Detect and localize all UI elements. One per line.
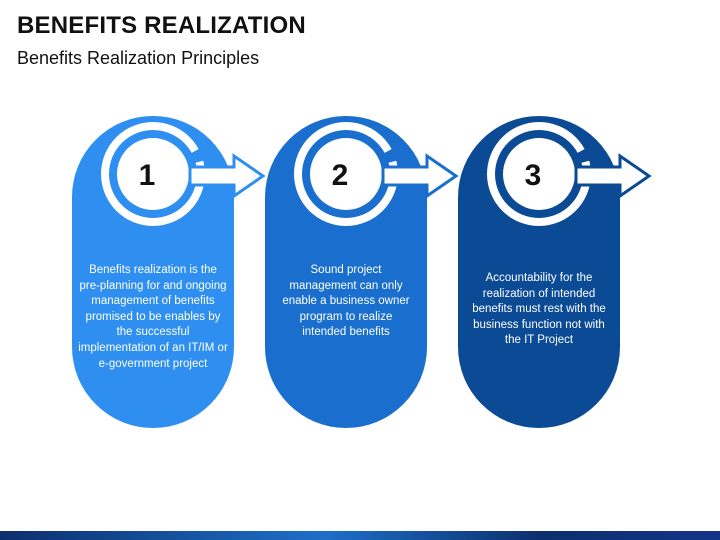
step-1-number: 1 (139, 159, 156, 192)
step-2-description: Sound project management can only enable… (282, 264, 410, 339)
step-1: 1 (72, 116, 266, 428)
step-1-arrow-icon (188, 153, 266, 199)
step-3-number: 3 (525, 159, 542, 192)
step-3-arrow-icon (574, 153, 652, 199)
step-2-arrow-icon (381, 153, 459, 199)
page-title: BENEFITS REALIZATION (17, 12, 306, 39)
footer-bar (0, 531, 720, 540)
step-3: 3 (458, 116, 652, 428)
step-2-number: 2 (332, 159, 349, 192)
step-2-badge (310, 138, 382, 210)
step-3-description: Accountability for the realization of in… (472, 272, 606, 347)
step-1-badge (117, 138, 189, 210)
step-1-description: Benefits realization is the pre-planning… (78, 264, 228, 370)
step-3-badge (503, 138, 575, 210)
step-2: 2 (265, 116, 459, 428)
page-subtitle: Benefits Realization Principles (17, 48, 260, 68)
